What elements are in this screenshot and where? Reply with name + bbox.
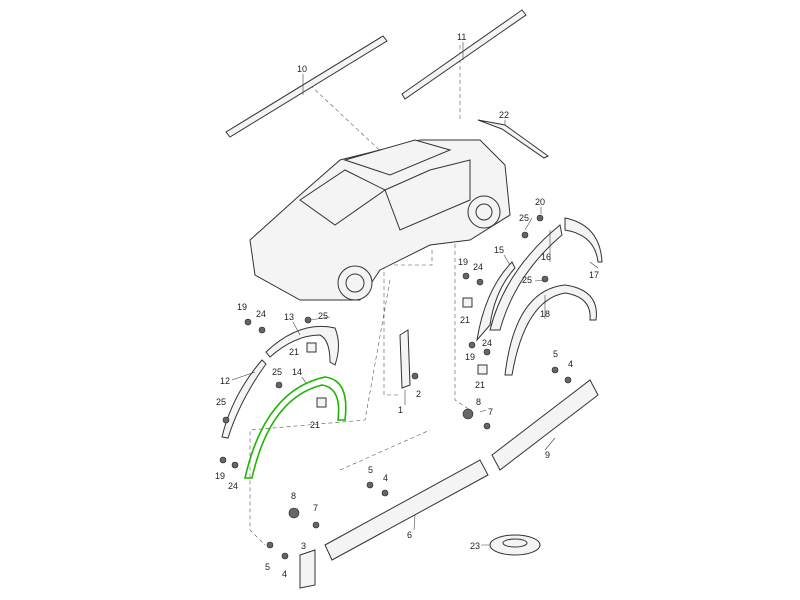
callout-8[interactable]: 8 — [476, 397, 481, 407]
callout-24[interactable]: 24 — [482, 338, 492, 348]
callout-19[interactable]: 19 — [215, 471, 225, 481]
callout-25[interactable]: 25 — [519, 213, 529, 223]
callout-4[interactable]: 4 — [282, 569, 287, 579]
side-sill-6[interactable] — [324, 459, 489, 561]
callout-20[interactable]: 20 — [535, 197, 545, 207]
callout-15[interactable]: 15 — [494, 245, 504, 255]
callout-24[interactable]: 24 — [473, 262, 483, 272]
callout-25[interactable]: 25 — [522, 275, 532, 285]
leader-lines — [231, 42, 599, 546]
spoiler-strip-22[interactable] — [477, 119, 549, 159]
trim-3[interactable] — [299, 549, 316, 589]
callout-3[interactable]: 3 — [301, 541, 306, 551]
callout-21[interactable]: 21 — [310, 420, 320, 430]
callout-19[interactable]: 19 — [458, 257, 468, 267]
callout-5[interactable]: 5 — [368, 465, 373, 475]
callout-21[interactable]: 21 — [289, 347, 299, 357]
callout-23[interactable]: 23 — [470, 541, 480, 551]
callout-labels: 10 11 22 20 25 15 16 17 19 24 21 25 18 2… — [215, 32, 599, 579]
callout-21[interactable]: 21 — [475, 380, 485, 390]
wheel-arch-17[interactable] — [564, 217, 603, 263]
callout-11[interactable]: 11 — [457, 32, 466, 42]
callout-24[interactable]: 24 — [256, 309, 266, 319]
side-panel-9[interactable] — [491, 379, 599, 471]
callout-12[interactable]: 12 — [220, 376, 230, 386]
callout-7[interactable]: 7 — [313, 503, 318, 513]
callout-4[interactable]: 4 — [568, 359, 573, 369]
callout-7[interactable]: 7 — [488, 407, 493, 417]
callout-1[interactable]: 1 — [398, 405, 403, 415]
callout-24[interactable]: 24 — [228, 481, 238, 491]
callout-21[interactable]: 21 — [460, 315, 470, 325]
wheel-arch-18[interactable] — [504, 284, 597, 376]
callout-19[interactable]: 19 — [465, 352, 475, 362]
callout-5[interactable]: 5 — [553, 349, 558, 359]
callout-14[interactable]: 14 — [292, 367, 302, 377]
wheel-arch-16[interactable] — [489, 224, 563, 331]
wheel-arch-12[interactable] — [221, 359, 267, 439]
callout-13[interactable]: 13 — [284, 312, 294, 322]
fasteners — [219, 214, 572, 560]
trim-1[interactable] — [399, 329, 411, 389]
callout-17[interactable]: 17 — [589, 270, 599, 280]
callout-22[interactable]: 22 — [499, 110, 509, 120]
callout-25[interactable]: 25 — [318, 311, 328, 321]
callout-6[interactable]: 6 — [407, 530, 412, 540]
callout-4[interactable]: 4 — [383, 473, 388, 483]
wheel-arch-14[interactable] — [243, 376, 347, 479]
tape-roll-core — [502, 538, 528, 548]
roof-strip-11[interactable] — [401, 9, 527, 100]
callout-8[interactable]: 8 — [291, 491, 296, 501]
wheel-arch-13[interactable] — [265, 325, 339, 366]
callout-2[interactable]: 2 — [416, 389, 421, 399]
callout-25[interactable]: 25 — [272, 367, 282, 377]
wheel-arch-15[interactable] — [476, 261, 516, 342]
roof-strip-10[interactable] — [225, 35, 388, 138]
callout-9[interactable]: 9 — [545, 450, 550, 460]
callout-10[interactable]: 10 — [297, 64, 307, 74]
car-illustration — [249, 139, 511, 301]
callout-5[interactable]: 5 — [265, 562, 270, 572]
callout-16[interactable]: 16 — [541, 252, 551, 262]
callout-25[interactable]: 25 — [216, 397, 226, 407]
callout-19[interactable]: 19 — [237, 302, 247, 312]
